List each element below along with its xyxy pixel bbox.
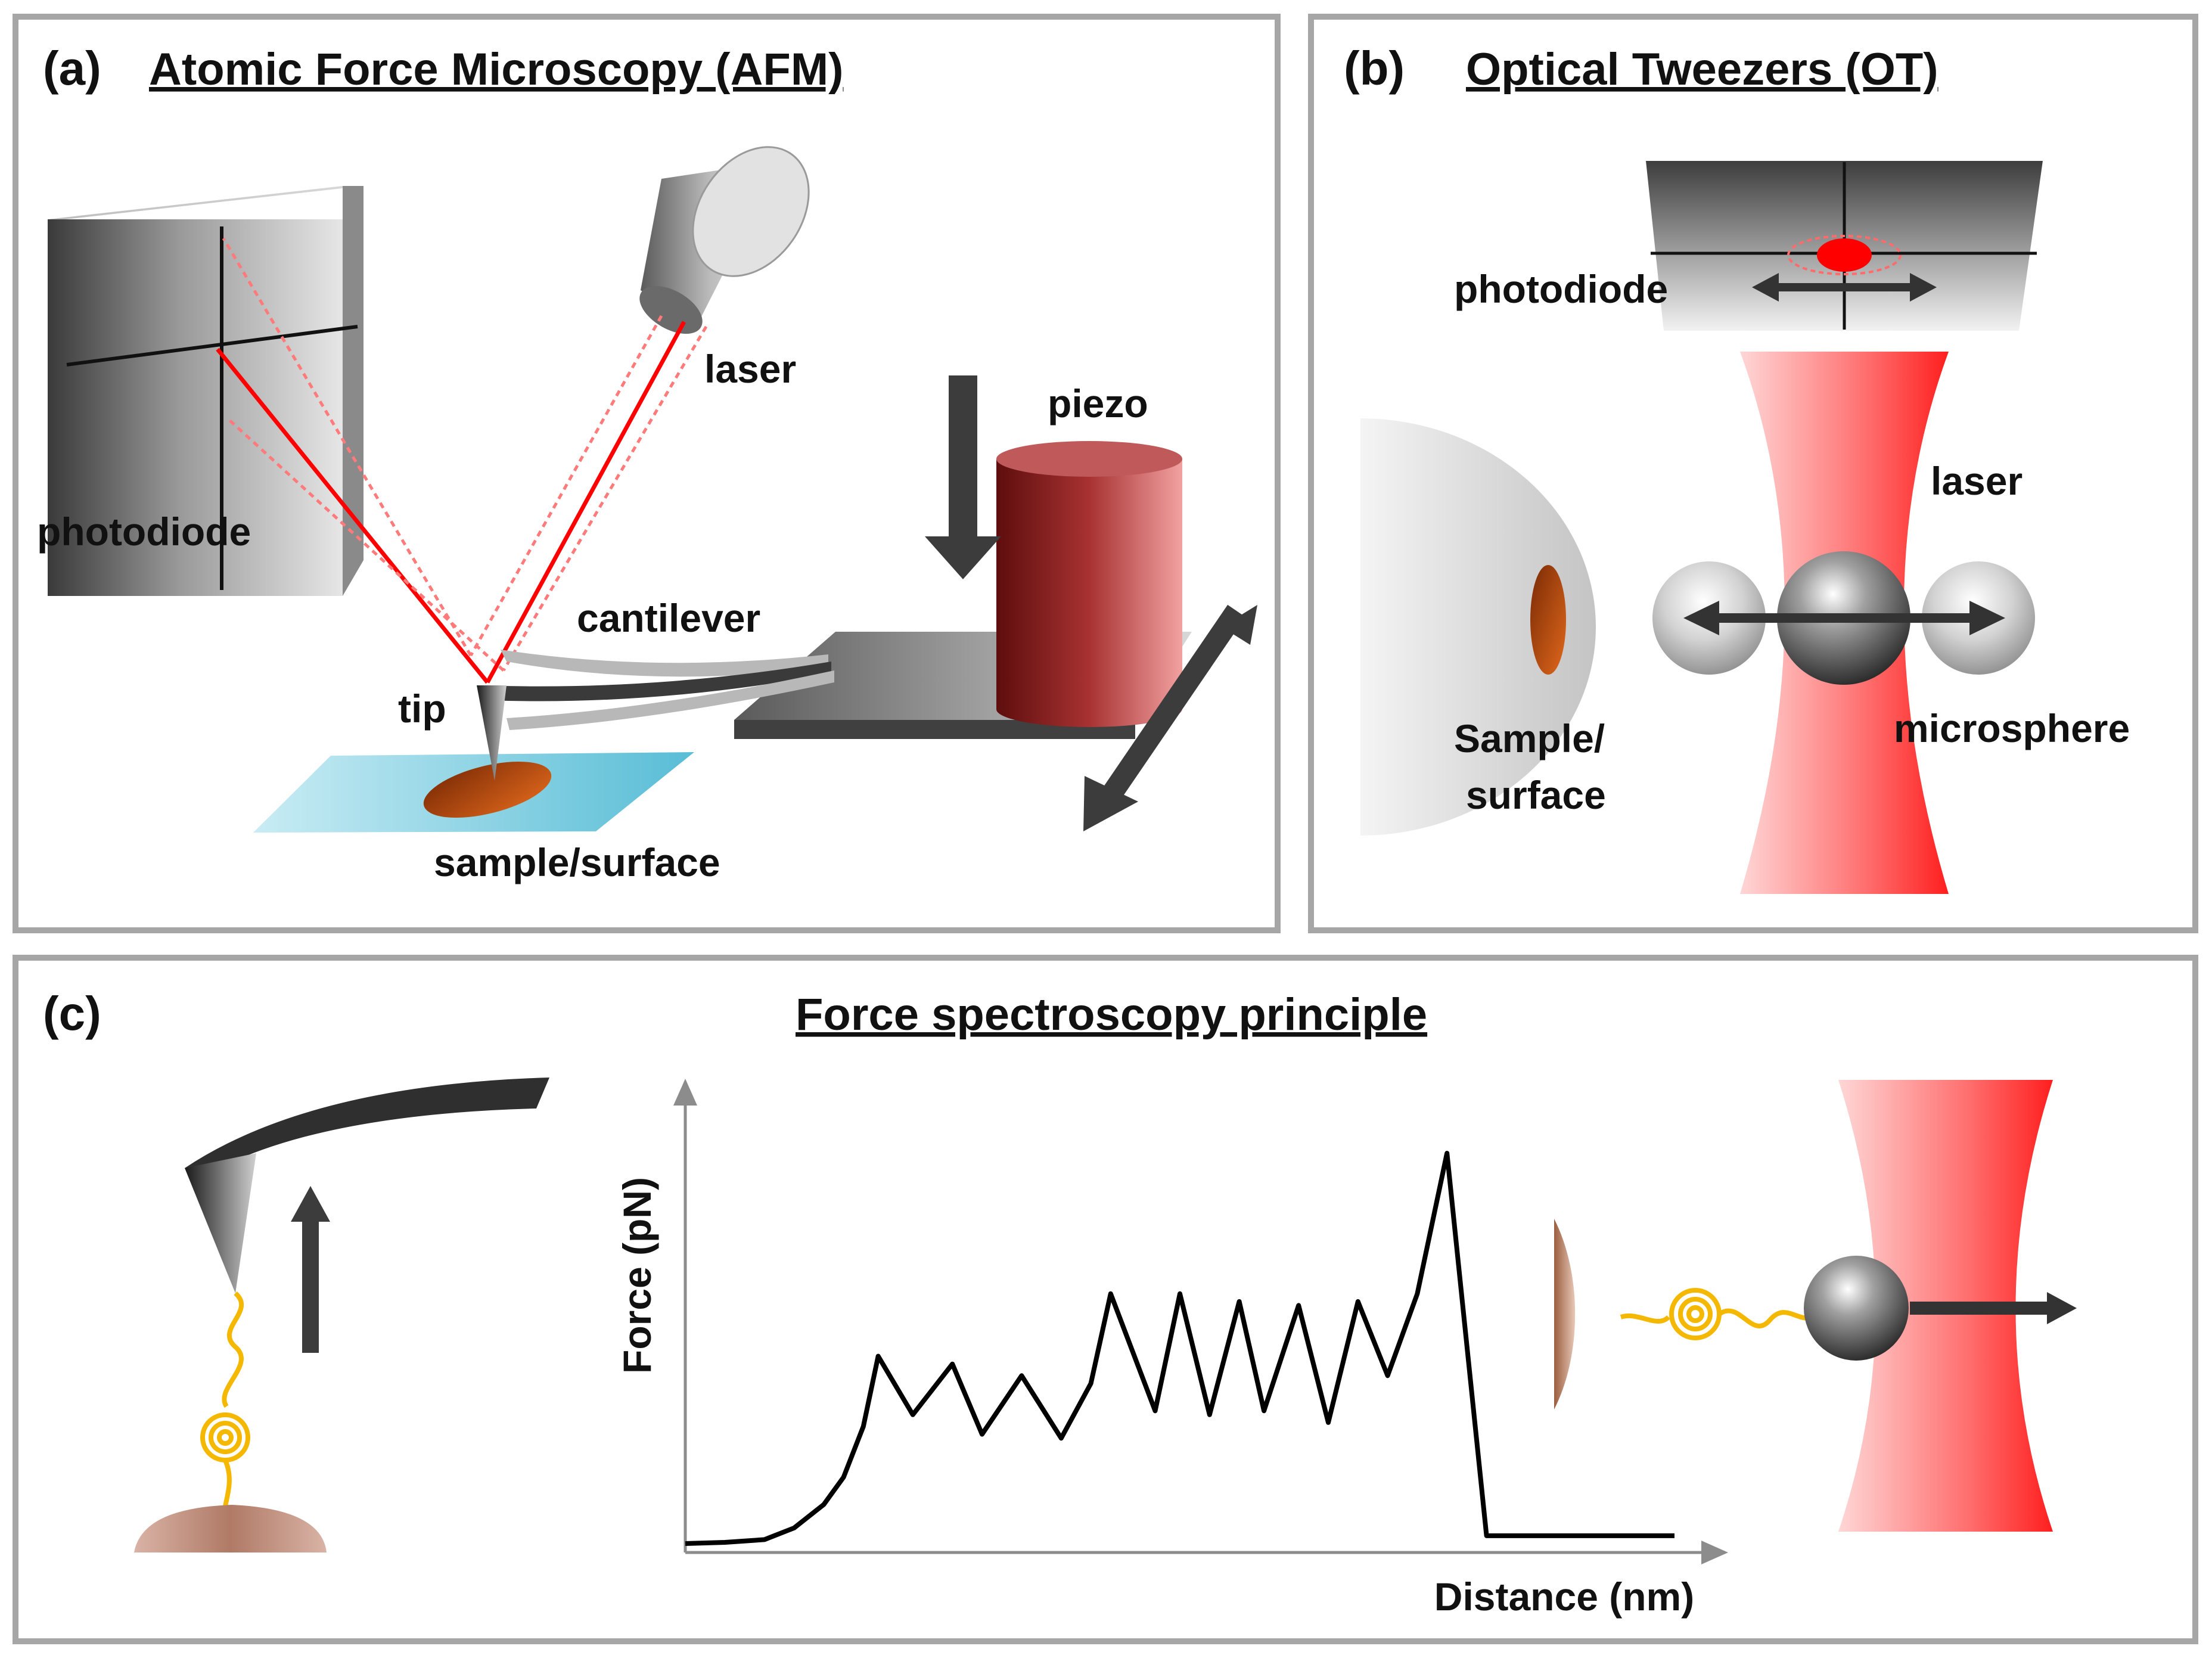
ot-label-sample-2: surface — [1466, 773, 1606, 817]
ot-label-photodiode: photodiode — [1454, 267, 1668, 311]
panel-b-frame — [1308, 14, 2198, 933]
panel-a: (a) Atomic Force Microscopy (AFM) — [37, 42, 1257, 884]
afm-label-laser: laser — [704, 347, 796, 391]
panel-c-frame — [13, 955, 2198, 1644]
afm-pull-illustration — [134, 1078, 549, 1552]
afm-label-photodiode: photodiode — [37, 510, 251, 554]
y-axis-label: Force (pN) — [615, 1177, 659, 1374]
afm-sample-blob — [423, 761, 552, 818]
afm-label-cantilever: cantilever — [577, 596, 760, 640]
afm-label-sample: sample/surface — [434, 840, 720, 884]
panel-b-letter: (b) — [1344, 42, 1405, 95]
panel-c-title: Force spectroscopy principle — [796, 989, 1427, 1040]
afm-scan-arrow — [1083, 604, 1257, 831]
ot-microspheres — [1652, 551, 2035, 685]
afm-label-tip: tip — [398, 687, 446, 731]
ot-label-sample-1: Sample/ — [1454, 716, 1605, 760]
panel-b-title: Optical Tweezers (OT) — [1466, 44, 1938, 95]
afm-photodiode — [48, 186, 364, 596]
afm-piezo — [996, 441, 1182, 727]
afm-laser-source — [639, 146, 810, 334]
afm-label-piezo: piezo — [1048, 381, 1148, 426]
afm-tip — [477, 685, 507, 781]
panel-a-title: Atomic Force Microscopy (AFM) — [149, 44, 843, 95]
panel-c: (c) Force spectroscopy principle Force (… — [43, 987, 2077, 1619]
panel-a-letter: (a) — [43, 42, 101, 95]
ot-sample-surface — [1360, 418, 1596, 836]
panel-b: (b) Optical Tweezers (OT) pho — [1344, 42, 2130, 894]
ot-photodiode — [1646, 161, 2043, 331]
panel-a-frame — [13, 14, 1281, 933]
ot-label-microsphere: microsphere — [1894, 706, 2130, 750]
ot-sample-blob — [1530, 565, 1566, 675]
force-curve-line — [685, 1151, 1674, 1546]
panel-c-letter: (c) — [43, 987, 101, 1040]
afm-down-arrow — [925, 375, 1001, 579]
afm-cantilever — [481, 650, 834, 730]
ot-label-laser: laser — [1931, 459, 2023, 503]
x-axis-label: Distance (nm) — [1434, 1575, 1694, 1619]
ot-pull-illustration — [1554, 1080, 2077, 1532]
afm-laser-beams — [216, 237, 708, 684]
force-curve-chart: Force (pN) Distance (nm) — [615, 1079, 1728, 1619]
